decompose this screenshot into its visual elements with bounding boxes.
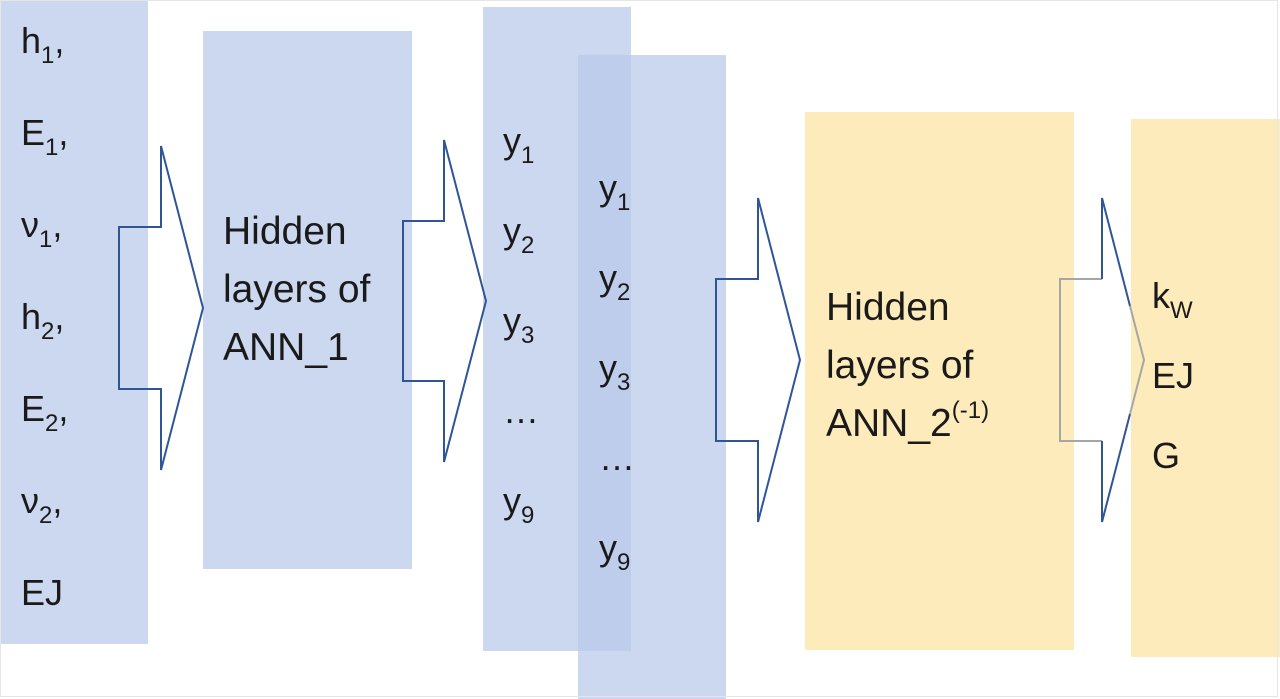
y2-variable-item: y2 xyxy=(599,255,630,305)
input-variable-symbol: ν xyxy=(21,204,39,245)
y1-variable-symbol: y xyxy=(503,480,521,521)
y-panel-2 xyxy=(578,55,726,699)
input-variable-separator: , xyxy=(52,204,63,245)
y1-variable-item: y2 xyxy=(503,208,534,258)
y2-variable-item: y3 xyxy=(599,345,630,395)
input-variable-item: E2, xyxy=(21,386,69,436)
input-variable-symbol: E xyxy=(21,112,46,153)
input-variable-subscript: 2 xyxy=(41,318,55,345)
input-variable-item: EJ xyxy=(21,570,63,616)
ann2-line-1: Hidden xyxy=(826,286,950,329)
arrow-ann1-to-y xyxy=(402,139,488,463)
input-variable-separator: , xyxy=(54,20,65,61)
input-variable-subscript: 1 xyxy=(39,226,53,253)
y1-variable-symbol: y xyxy=(503,210,521,251)
ann1-line-3: ANN_1 xyxy=(223,326,349,369)
y1-variable-subscript: 3 xyxy=(521,322,535,349)
input-variable-item: ν2, xyxy=(21,478,63,528)
ann2-line-2: layers of xyxy=(826,344,974,387)
input-variable-symbol: h xyxy=(21,296,42,337)
y2-variable-symbol: y xyxy=(599,347,617,388)
y1-variable-symbol: y xyxy=(503,300,521,341)
y2-variable-subscript: 2 xyxy=(617,279,631,306)
arrow-ann2-to-output-top xyxy=(1101,197,1131,307)
ann1-label: Hidden layers of ANN_1 xyxy=(223,203,370,377)
y2-variable-symbol: y xyxy=(599,257,617,298)
output-variable-item: G xyxy=(1152,433,1180,479)
y1-variable-item: y9 xyxy=(503,478,534,528)
y1-variable-symbol: y xyxy=(503,120,521,161)
ann2-line-3: ANN_2(-1) xyxy=(826,395,989,453)
y2-variable-item: y9 xyxy=(599,525,630,575)
input-variable-subscript: 1 xyxy=(45,134,59,161)
output-variable-item: kW xyxy=(1152,273,1193,323)
input-variable-subscript: 2 xyxy=(45,410,59,437)
input-variable-item: ν1, xyxy=(21,202,63,252)
input-variable-item: E1, xyxy=(21,110,69,160)
y1-variable-item: y3 xyxy=(503,298,534,348)
y1-variable-item: y1 xyxy=(503,118,534,168)
output-variable-subscript: W xyxy=(1170,297,1193,324)
y2-variable-symbol: … xyxy=(599,437,635,478)
ann2-label: Hidden layers of ANN_2(-1) xyxy=(826,279,989,453)
input-variable-separator: , xyxy=(58,112,69,153)
y2-variable-symbol: y xyxy=(599,527,617,568)
input-variable-separator: , xyxy=(58,388,69,429)
arrow-input-to-ann1 xyxy=(118,145,205,471)
y2-variable-subscript: 1 xyxy=(617,189,631,216)
y1-variable-subscript: 2 xyxy=(521,232,535,259)
ann1-line-1: Hidden xyxy=(223,210,347,253)
ann1-panel xyxy=(203,31,412,569)
ann2-panel xyxy=(805,112,1074,650)
arrow-ann2-to-output-bottom xyxy=(1101,413,1131,523)
y1-variable-subscript: 9 xyxy=(521,502,535,529)
y2-variable-subscript: 9 xyxy=(617,549,631,576)
output-panel xyxy=(1131,119,1280,657)
y1-variable-symbol: … xyxy=(503,390,539,431)
input-variable-separator: , xyxy=(54,296,65,337)
output-variable-symbol: k xyxy=(1152,275,1170,316)
ann2-line-3-text: ANN_2 xyxy=(826,402,952,445)
input-variable-item: h1, xyxy=(21,18,65,68)
y2-variable-item: … xyxy=(599,435,635,481)
y2-variable-item: y1 xyxy=(599,165,630,215)
y2-variable-subscript: 3 xyxy=(617,369,631,396)
output-variable-item: EJ xyxy=(1152,353,1194,399)
ann1-line-2: layers of xyxy=(223,268,371,311)
input-panel xyxy=(0,0,148,644)
input-variable-symbol: E xyxy=(21,388,46,429)
input-variable-symbol: ν xyxy=(21,480,39,521)
output-variable-symbol: EJ xyxy=(1152,355,1195,396)
input-variable-symbol: h xyxy=(21,20,42,61)
arrow-ann2-to-output-tail xyxy=(1059,278,1102,442)
output-variable-symbol: G xyxy=(1152,435,1181,476)
input-variable-subscript: 1 xyxy=(41,42,55,69)
y1-variable-subscript: 1 xyxy=(521,142,535,169)
arrow-y-to-ann2 xyxy=(715,197,802,523)
input-variable-subscript: 2 xyxy=(39,502,53,529)
arrow-ann2-to-output-tip xyxy=(1129,305,1146,415)
input-variable-item: h2, xyxy=(21,294,65,344)
y1-variable-item: … xyxy=(503,388,539,434)
y2-variable-symbol: y xyxy=(599,167,617,208)
input-variable-separator: , xyxy=(52,480,63,521)
ann2-superscript: (-1) xyxy=(951,397,990,424)
input-variable-symbol: EJ xyxy=(21,572,64,613)
